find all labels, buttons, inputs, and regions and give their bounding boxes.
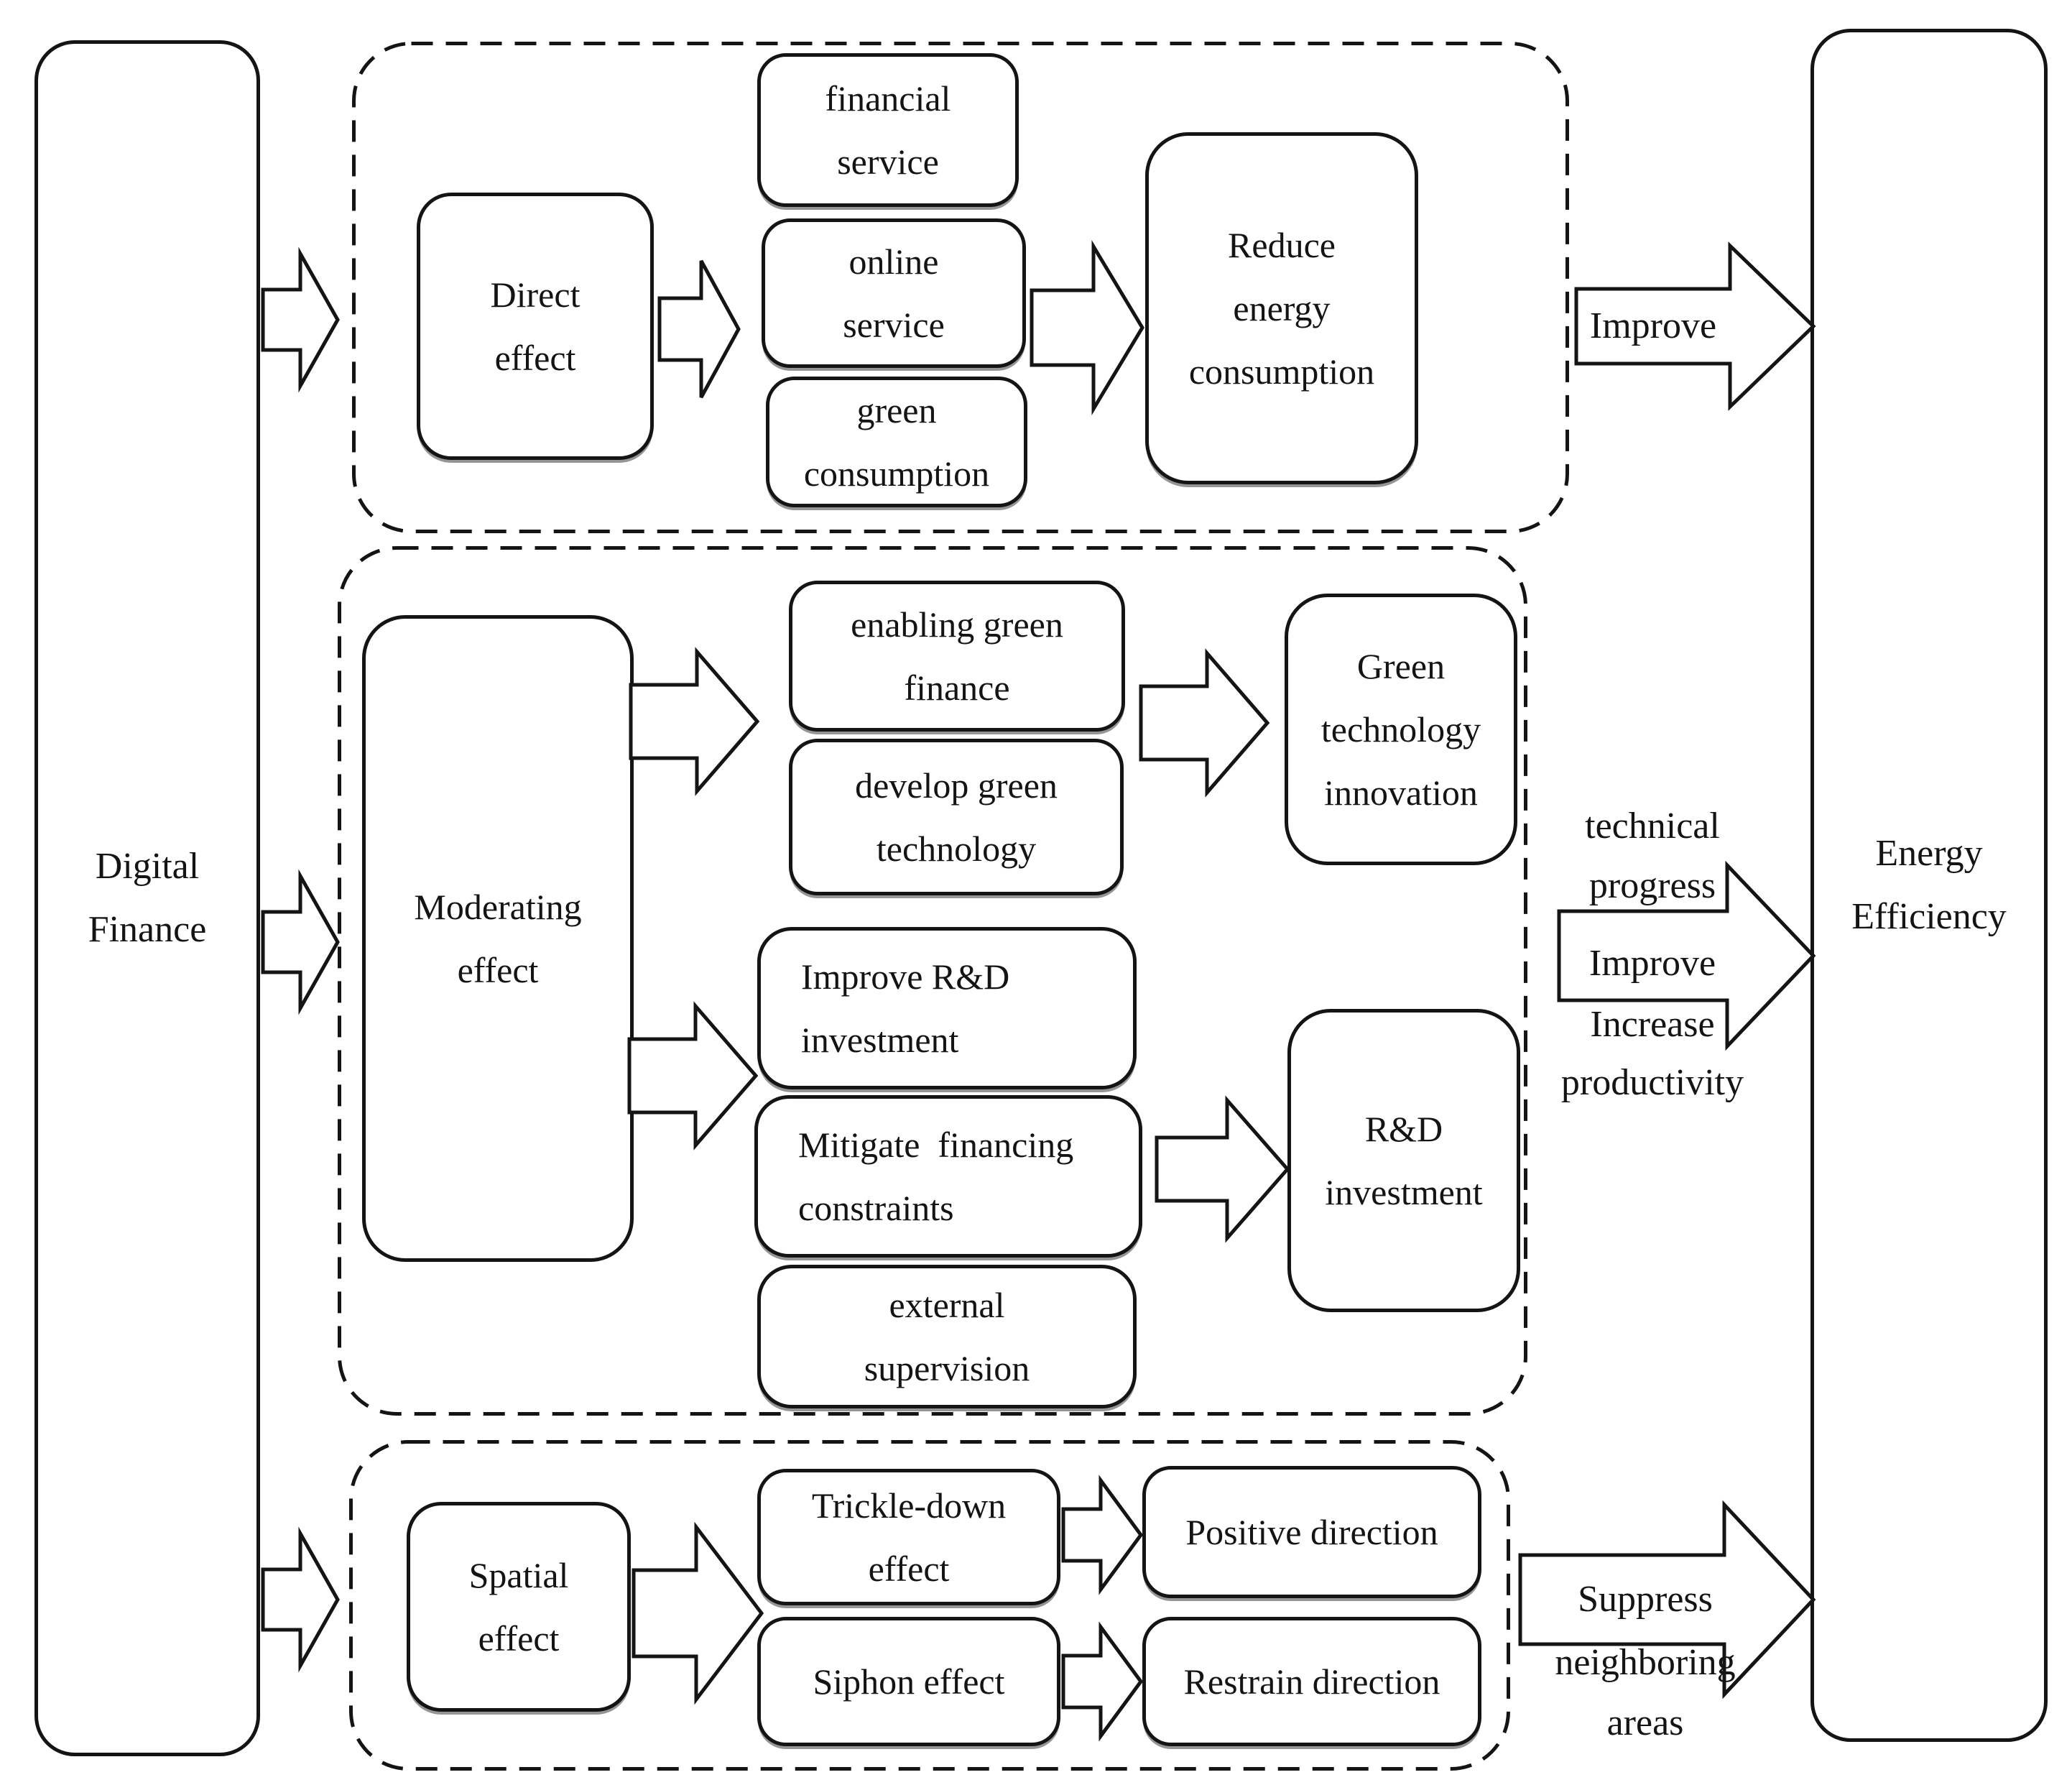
node-positive-direction: Positive direction (1142, 1466, 1481, 1598)
arrow-moderating-to-green-channels (629, 647, 760, 796)
label-progress: progress (1588, 865, 1716, 906)
arrow-green-channels-to-innovation (1139, 648, 1270, 798)
node-siphon-effect: Siphon effect (757, 1617, 1060, 1746)
arrow-improve-middle (1557, 860, 1816, 1051)
label-increase: Increase (1590, 1004, 1715, 1045)
arrow-siphon-to-restrain (1061, 1621, 1144, 1742)
label-technical: technical (1585, 806, 1720, 847)
arrow-improve-top (1574, 241, 1816, 411)
arrow-digital-finance-to-spatial-group (261, 1526, 340, 1673)
group-moderating-effect (338, 546, 1527, 1416)
group-spatial-effect (349, 1440, 1510, 1771)
label-neighboring: neighboring (1555, 1642, 1736, 1683)
label-suppress: Suppress (1578, 1579, 1713, 1620)
arrow-direct-effect-to-channels (657, 259, 741, 399)
arrow-channels-to-reduce-energy (1030, 239, 1144, 416)
label-productivity: productivity (1560, 1062, 1744, 1103)
arrow-digital-finance-to-direct-group (261, 246, 340, 393)
arrow-suppress-neighboring (1518, 1500, 1816, 1699)
arrow-moderating-to-rd-channels (627, 1001, 759, 1150)
node-restrain-direction: Restrain direction (1142, 1617, 1481, 1746)
label-areas: areas (1606, 1702, 1684, 1743)
arrow-trickle-to-positive (1061, 1475, 1144, 1595)
arrow-spatial-to-spillover-channels (632, 1521, 764, 1705)
label-improve-middle: Improve (1588, 943, 1716, 984)
arrow-digital-finance-to-moderating-group (261, 869, 340, 1015)
label-improve-top: Improve (1589, 305, 1717, 346)
arrow-financing-to-rd-investment (1155, 1095, 1290, 1243)
